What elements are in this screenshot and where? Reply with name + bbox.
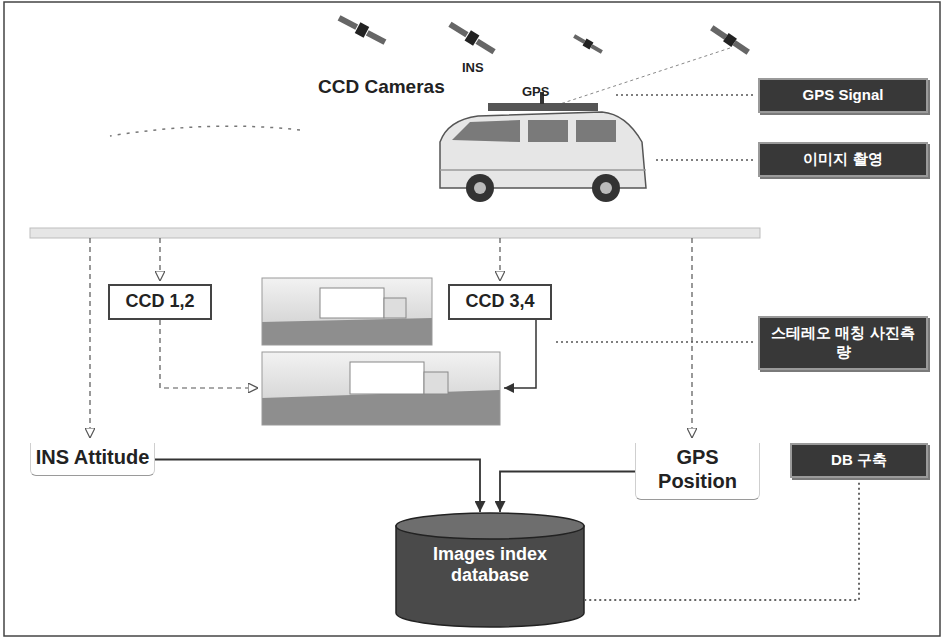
street-photo	[424, 372, 448, 394]
callout-leader	[616, 94, 756, 96]
satellite	[710, 25, 727, 39]
part-label: GPS	[522, 84, 549, 99]
connector	[500, 472, 635, 513]
street-photo	[320, 288, 384, 318]
outer-frame	[4, 2, 940, 636]
sensor-output: INS Attitude	[30, 443, 155, 476]
node-text: GPS Position	[640, 445, 755, 493]
node-text: CCD 1,2	[116, 291, 204, 313]
step-box: GPS Signal	[758, 78, 928, 113]
image-arrow	[504, 320, 536, 388]
database-cylinder: Images index database	[395, 512, 585, 627]
survey-van	[440, 169, 646, 171]
signal-line	[560, 48, 730, 104]
street-photo	[262, 278, 432, 345]
street-photo	[262, 318, 432, 345]
step-box: DB 구축	[790, 443, 928, 478]
image-arrow	[160, 320, 258, 388]
step-box: 스테레오 매칭 사진측량	[758, 316, 928, 370]
satellite	[573, 34, 585, 43]
street-photo	[262, 278, 432, 345]
node-text: GPS Signal	[768, 86, 918, 105]
satellite	[366, 30, 386, 45]
street-photo	[262, 352, 500, 425]
step-box: 이미지 촬영	[758, 142, 928, 177]
camera-box: CCD 3,4	[448, 284, 552, 320]
part-label: INS	[462, 60, 484, 75]
satellite	[732, 40, 749, 54]
dashed-drop	[89, 238, 90, 438]
node-text: Images index database	[405, 544, 575, 585]
callout-leader	[656, 159, 756, 161]
satellite	[475, 39, 495, 55]
part-label: CCD Cameras	[318, 76, 445, 98]
camera-view-line	[110, 126, 300, 136]
camera-box: CCD 1,2	[108, 284, 212, 320]
satellite	[448, 22, 468, 38]
street-photo	[384, 298, 406, 318]
dashed-drop	[499, 238, 500, 281]
node-text: 스테레오 매칭 사진측량	[768, 324, 918, 362]
node-text: INS Attitude	[35, 445, 150, 469]
satellite	[572, 33, 604, 56]
survey-van	[600, 182, 612, 194]
node-text: DB 구축	[800, 451, 918, 470]
survey-van	[592, 174, 620, 202]
survey-van	[474, 182, 486, 194]
survey-van	[440, 92, 646, 202]
dashed-drop	[691, 238, 692, 438]
callout-leader	[556, 341, 756, 343]
connector	[155, 460, 480, 513]
street-photo	[262, 352, 500, 425]
survey-van	[576, 120, 616, 142]
satellite	[709, 24, 751, 57]
street-photo	[262, 278, 432, 345]
survey-van	[440, 112, 646, 188]
sensor-output: GPS Position	[635, 443, 760, 500]
dashed-drop	[159, 238, 160, 281]
street-photo	[262, 352, 500, 425]
survey-van	[466, 174, 494, 202]
survey-van	[452, 120, 520, 142]
node-text: 이미지 촬영	[768, 150, 918, 169]
sensor-bus-bar	[30, 228, 760, 238]
satellite	[447, 19, 497, 57]
satellite	[336, 12, 388, 47]
cylinder-body	[396, 526, 584, 627]
satellite	[590, 44, 602, 53]
survey-van	[528, 120, 568, 142]
street-photo	[262, 390, 500, 425]
cylinder-top	[396, 513, 584, 539]
street-photo	[350, 362, 424, 394]
survey-van	[488, 103, 598, 111]
satellite	[338, 15, 358, 30]
node-text: CCD 3,4	[456, 291, 544, 313]
